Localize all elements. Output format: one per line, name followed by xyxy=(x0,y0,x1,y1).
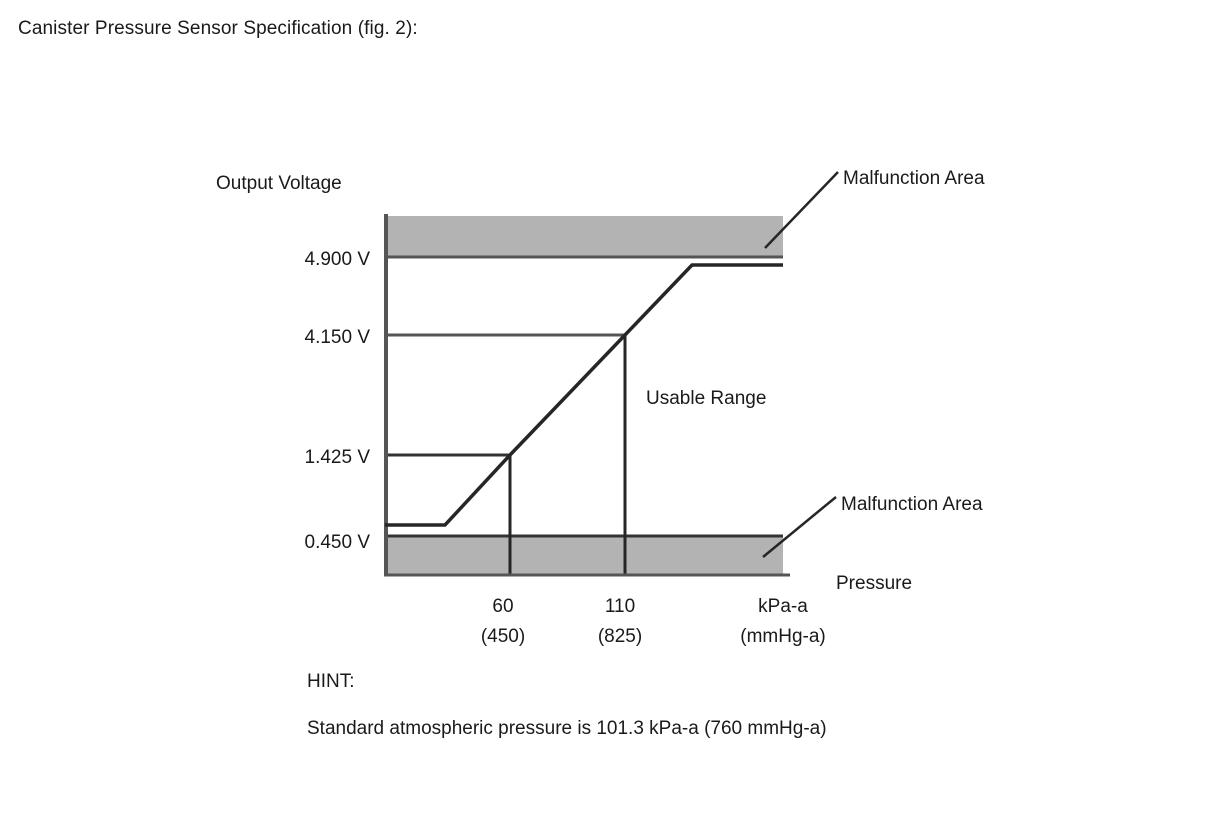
malfunction-band-upper xyxy=(387,216,783,257)
y-axis-title: Output Voltage xyxy=(216,173,342,194)
y-axis-label-4150v: 4.150 V xyxy=(305,327,371,348)
x-axis-title: Pressure xyxy=(836,573,912,594)
hint-body: Standard atmospheric pressure is 101.3 k… xyxy=(307,718,827,739)
x-axis-label-110-mmhg: (825) xyxy=(598,626,642,647)
malfunction-area-label-upper: Malfunction Area xyxy=(843,168,985,189)
x-axis-label-110-kpa: 110 xyxy=(605,596,635,617)
x-axis-label-60-mmhg: (450) xyxy=(481,626,525,647)
malfunction-area-label-lower: Malfunction Area xyxy=(841,494,983,515)
page-title: Canister Pressure Sensor Specification (… xyxy=(18,18,418,39)
usable-range-label: Usable Range xyxy=(646,388,766,409)
x-axis-label-60-kpa: 60 xyxy=(492,596,513,617)
leader-line-malfunction-lower xyxy=(762,496,837,558)
x-axis-unit-secondary: (mmHg-a) xyxy=(740,626,826,647)
sensor-output-curve xyxy=(385,263,783,527)
malfunction-band-lower xyxy=(387,537,783,575)
leader-line-malfunction-upper xyxy=(764,171,839,249)
hint-block: HINT: Standard atmospheric pressure is 1… xyxy=(307,672,827,738)
hint-heading: HINT: xyxy=(307,671,355,692)
y-axis-label-1425v: 1.425 V xyxy=(305,447,371,468)
y-axis-label-0450v: 0.450 V xyxy=(305,532,371,553)
y-axis-label-4900v: 4.900 V xyxy=(305,249,371,270)
x-axis-unit-primary: kPa-a xyxy=(758,596,808,617)
